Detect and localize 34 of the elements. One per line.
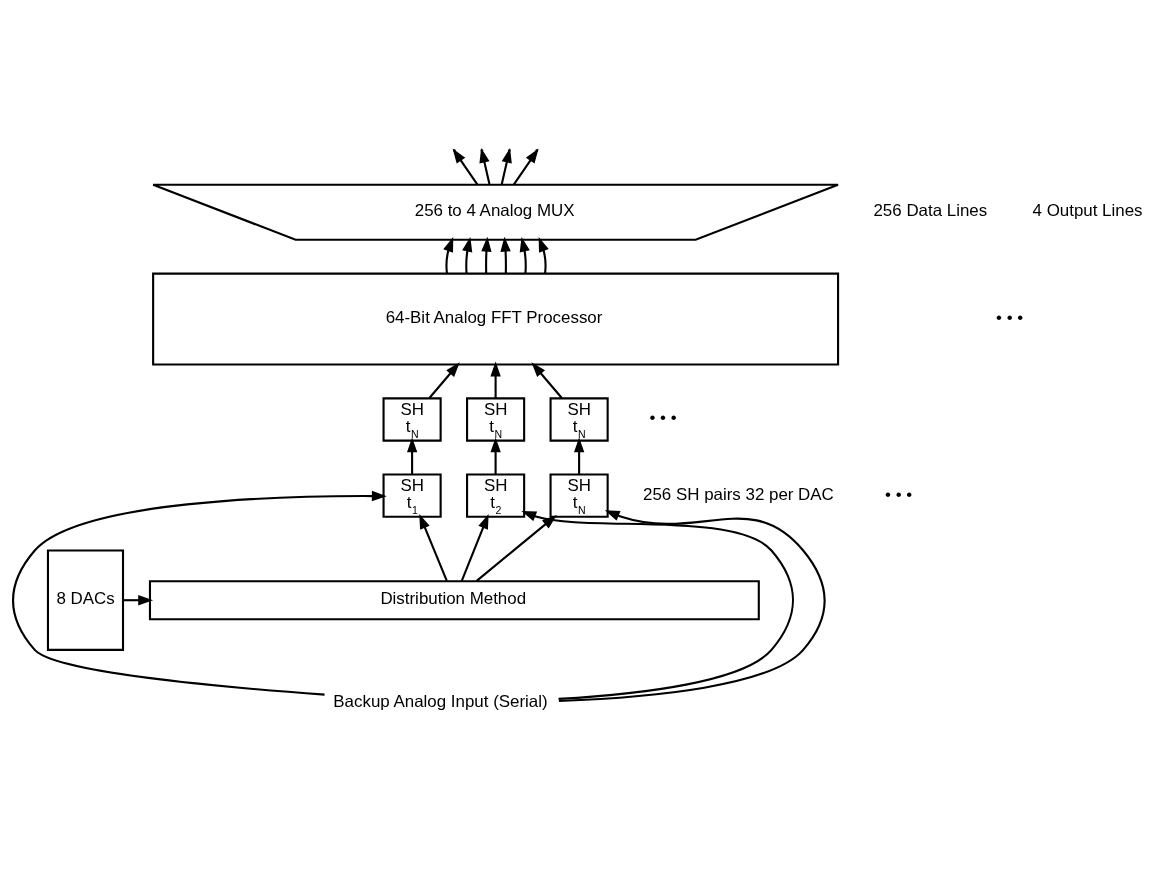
arrow xyxy=(460,513,489,581)
label: • • • xyxy=(649,407,677,427)
arrow xyxy=(573,437,585,474)
arrow xyxy=(462,236,473,273)
arrow xyxy=(12,490,387,696)
node-box: 8 DACs xyxy=(46,549,125,651)
node-box: SH t$_{N}$ xyxy=(549,396,609,442)
label: 256 SH pairs 32 per DAC xyxy=(643,484,834,504)
arrow xyxy=(490,437,501,474)
arrow xyxy=(500,236,511,273)
arrow xyxy=(481,236,492,273)
label: 4 Output Lines xyxy=(1032,200,1143,220)
arrow xyxy=(406,437,418,474)
node-box: SH t$_{2}$ xyxy=(466,472,526,518)
arrow xyxy=(531,361,563,399)
node-box: SH t$_{1}$ xyxy=(382,472,442,518)
node-box: Distribution Method xyxy=(148,579,760,620)
node-box: SH t$_{N}$ xyxy=(382,396,442,442)
node-box: SH t$_{N}$ xyxy=(549,472,609,518)
arrow xyxy=(428,361,460,399)
arrow xyxy=(443,236,454,273)
arrow xyxy=(538,236,549,273)
arrow xyxy=(558,509,826,702)
label: 256 Data Lines xyxy=(873,200,988,220)
arrow xyxy=(521,510,795,700)
arrow xyxy=(490,361,501,398)
node-box: SH t$_{N}$ xyxy=(466,396,526,442)
label: • • • xyxy=(996,307,1024,327)
arrow xyxy=(123,594,153,605)
label: • • • xyxy=(885,484,913,504)
node-box: 64-Bit Analog FFT Processor xyxy=(152,272,840,366)
arrow xyxy=(419,513,448,581)
arrow xyxy=(519,236,530,273)
node-text: Backup Analog Input (Serial) xyxy=(333,691,548,711)
